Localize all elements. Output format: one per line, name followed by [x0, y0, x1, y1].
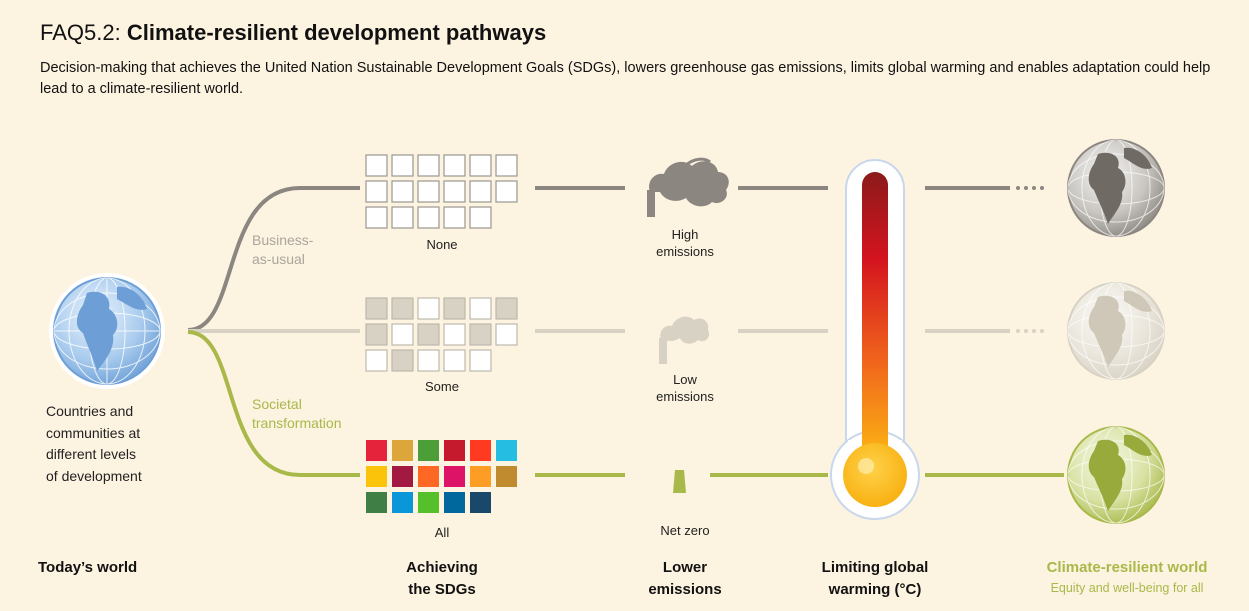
- figure-subtitle: Decision-making that achieves the United…: [40, 60, 1211, 97]
- transformation-pathway-curve: [187, 330, 360, 477]
- today-description-line: of development: [46, 467, 142, 484]
- column-title-line: emissions: [648, 581, 722, 598]
- column-title-line: warming (°C): [828, 581, 922, 598]
- sdg-none-label: None: [426, 237, 458, 252]
- column-title-today: Today’s world: [38, 559, 138, 576]
- column-title-line: Limiting global: [821, 559, 929, 576]
- factory-icon: [673, 470, 686, 493]
- factory-icon: [659, 316, 710, 364]
- column-title-sdgs: Achieving the SDGs: [362, 557, 522, 601]
- bau-label-line: as-usual: [252, 251, 305, 267]
- thermometer-icon: [830, 159, 920, 520]
- today-description: Countries and communities at different l…: [46, 401, 142, 487]
- column-title-emissions: Lower emissions: [610, 557, 760, 601]
- globe-icon: [1067, 282, 1165, 380]
- some-dots: [1016, 329, 1044, 333]
- bau-label-line: Business-: [252, 232, 314, 248]
- sdg-grid-icon: [365, 297, 518, 372]
- high-emissions-label: High emissions: [630, 226, 740, 260]
- sdg-grid-icon: [366, 440, 517, 513]
- globe-icon: [1067, 139, 1165, 237]
- bau-pathway-curve: [187, 186, 360, 332]
- factory-icon: [647, 157, 729, 217]
- bau-dots: [1016, 186, 1044, 190]
- column-title-line: Achieving: [406, 559, 478, 576]
- column-title-line: the SDGs: [408, 581, 476, 598]
- transformation-label-line: Societal: [252, 396, 302, 412]
- today-description-line: communities at: [46, 424, 141, 441]
- outcome-sub-label: Equity and well-being for all: [1050, 581, 1204, 595]
- today-description-line: different levels: [46, 446, 137, 462]
- bau-pathway-label: Business- as-usual: [252, 231, 313, 269]
- globe-icon: [1067, 426, 1165, 524]
- low-emissions-line: emissions: [656, 389, 714, 404]
- column-title-outcome: Climate-resilient world: [1046, 559, 1208, 576]
- low-emissions-line: Low: [673, 372, 697, 387]
- figure-title: FAQ5.2: Climate-resilient development pa…: [40, 20, 546, 46]
- high-emissions-line: High: [671, 227, 699, 242]
- column-title-warming: Limiting global warming (°C): [795, 557, 955, 601]
- figure-title-text: Climate-resilient development pathways: [126, 20, 547, 45]
- high-emissions-line: emissions: [656, 244, 714, 259]
- net-zero-label: Net zero: [660, 523, 710, 538]
- sdg-some-label: Some: [425, 379, 459, 394]
- transformation-pathway-label: Societal transformation: [252, 395, 341, 433]
- globe-icon: [49, 273, 165, 389]
- sdg-all-label: All: [434, 525, 450, 540]
- column-title-line: Lower: [662, 559, 708, 576]
- transformation-label-line: transformation: [252, 415, 342, 431]
- sdg-grid-icon: [365, 154, 518, 229]
- figure-code: FAQ5.2:: [40, 20, 121, 45]
- today-description-line: Countries and: [46, 403, 134, 419]
- low-emissions-label: Low emissions: [630, 371, 740, 405]
